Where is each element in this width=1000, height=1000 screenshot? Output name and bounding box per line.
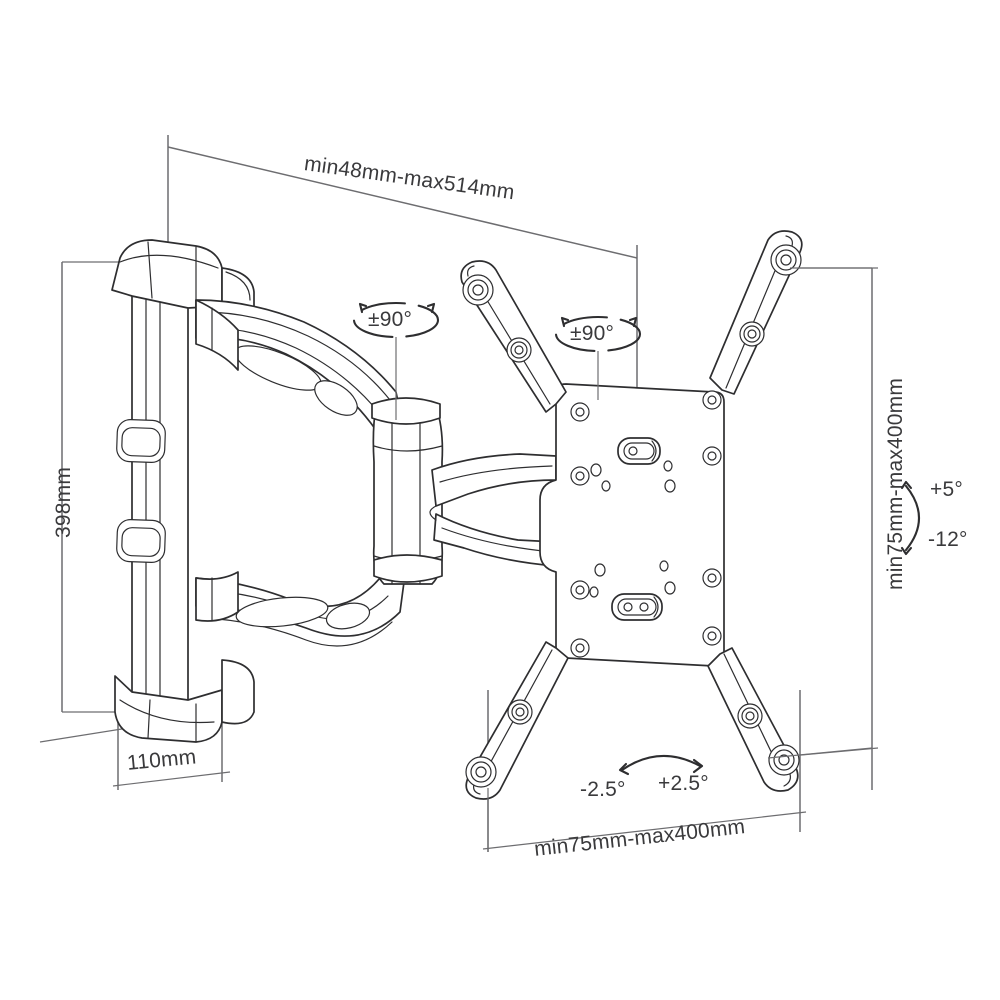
rotation-arc-symbol (618, 754, 704, 776)
middle-link-arms (429, 453, 557, 567)
angle-label-rotate-ccw: -2.5° (580, 778, 626, 801)
vesa-mounting-plate (539, 383, 725, 667)
swivel-left-symbol (352, 301, 440, 420)
center-pivot-joint (371, 397, 444, 585)
wall-mount-plate (111, 239, 255, 743)
angle-label-tilt-up: +5° (930, 478, 963, 501)
upper-extension-arm (195, 299, 403, 431)
top-lock-fitting (617, 437, 661, 465)
leader-lines (487, 267, 873, 852)
angle-label-swivel-right: ±90° (570, 322, 615, 345)
dimension-label-height: 398mm (52, 466, 75, 538)
dimension-label-vesa-vertical: min75mm-max400mm (884, 377, 907, 590)
swivel-right-symbol (554, 315, 642, 400)
angle-label-rotate-cw: +2.5° (658, 772, 709, 795)
vesa-small-holes (589, 460, 676, 598)
vesa-screw-holes (570, 390, 722, 658)
angle-label-tilt-down: -12° (928, 528, 968, 551)
vesa-extension-arms (460, 230, 803, 800)
angle-label-swivel-left: ±90° (368, 308, 413, 331)
bottom-lock-fitting (611, 593, 663, 621)
lower-extension-arm (195, 571, 405, 647)
tilt-arc-symbol (900, 480, 920, 556)
